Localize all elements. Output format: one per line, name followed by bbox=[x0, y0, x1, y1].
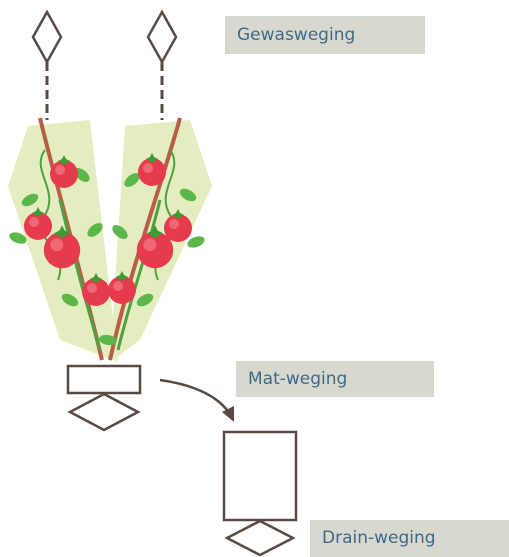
crop-weighing-label: Gewasweging bbox=[225, 16, 425, 54]
drain-weighing-label: Drain-weging bbox=[310, 520, 509, 557]
scale-diamond-icon bbox=[70, 394, 138, 430]
scale-diamond-icon bbox=[33, 12, 61, 62]
substrate-mat bbox=[68, 366, 140, 393]
arrow-head bbox=[222, 406, 234, 422]
scale-diamond-icon bbox=[227, 521, 293, 555]
crop-scale-right bbox=[148, 12, 176, 120]
drain-weighing-text: Drain-weging bbox=[322, 530, 436, 547]
drain-container bbox=[224, 432, 296, 520]
crop-scale-left bbox=[33, 12, 61, 120]
mat-weighing-label: Mat-weging bbox=[236, 361, 434, 397]
drain-scale bbox=[224, 432, 296, 555]
crop-weighing-text: Gewasweging bbox=[237, 27, 355, 44]
flow-arrow-icon bbox=[160, 380, 230, 414]
mat-scale bbox=[68, 366, 140, 430]
mat-weighing-text: Mat-weging bbox=[248, 371, 347, 388]
tomato-plant-icon bbox=[8, 118, 212, 362]
scale-diamond-icon bbox=[148, 12, 176, 62]
